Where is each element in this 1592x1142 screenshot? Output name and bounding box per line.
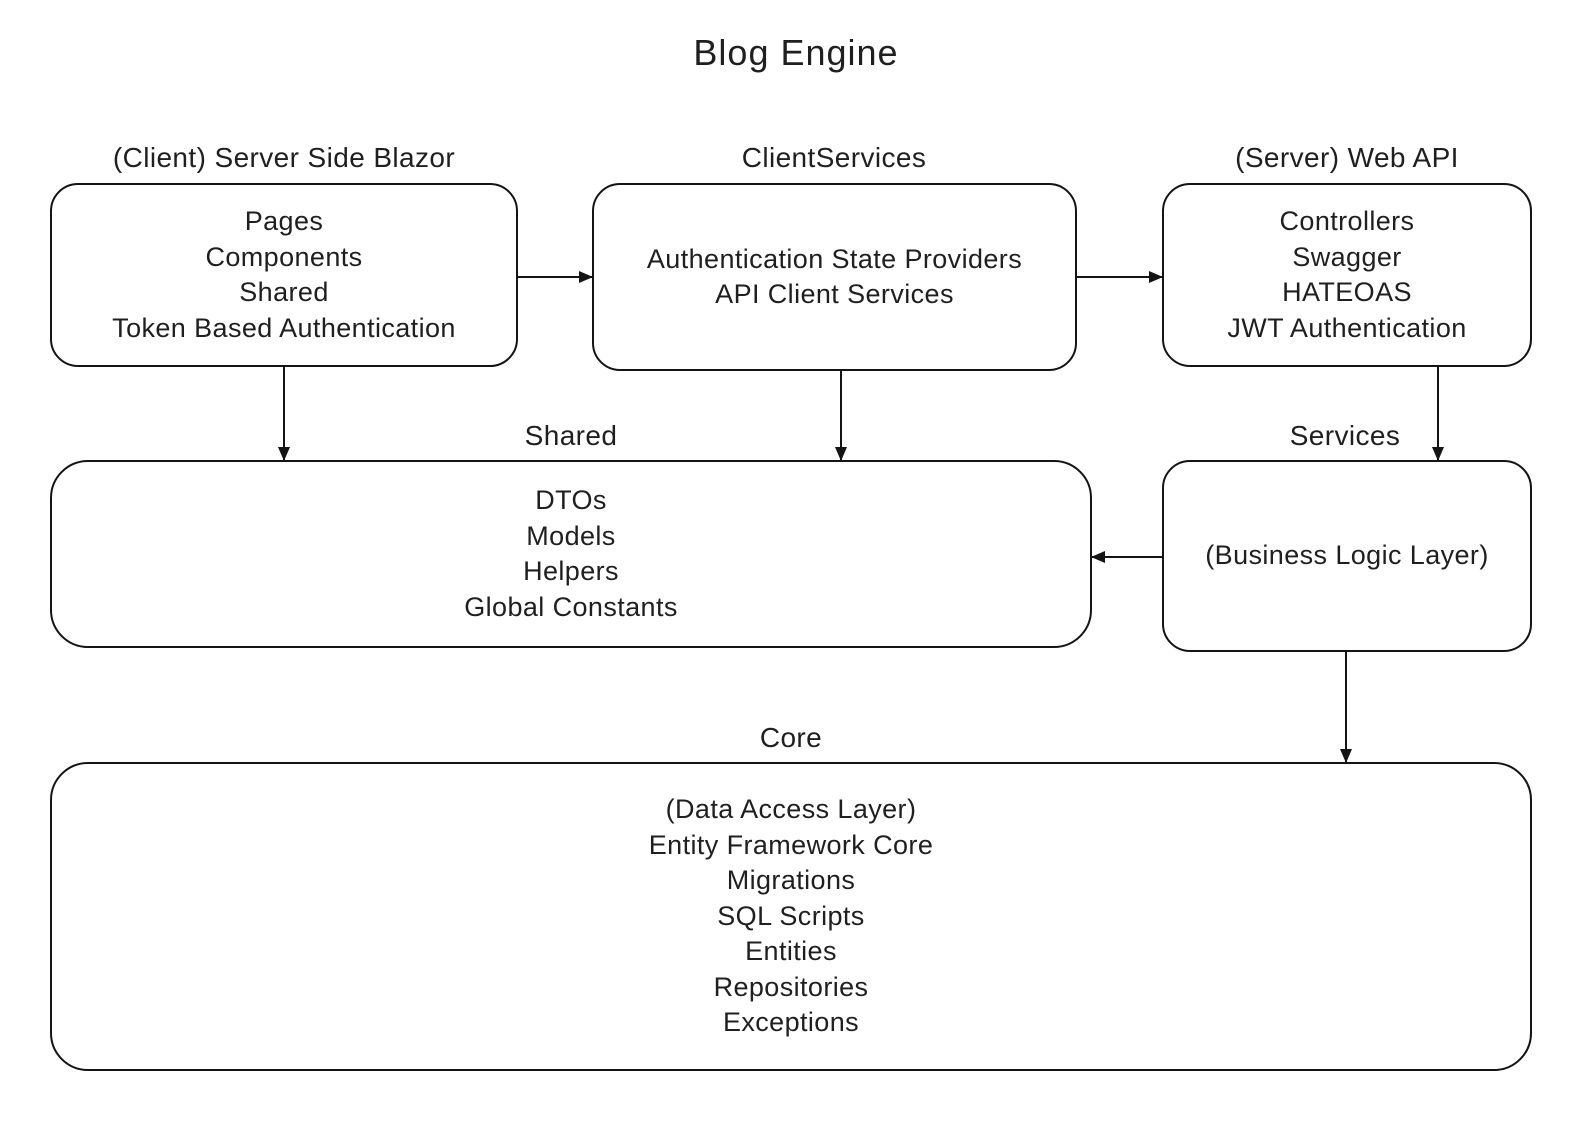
client-services-node-label: ClientServices — [741, 142, 927, 173]
node-line: Exceptions — [722, 1007, 860, 1038]
core-node-label: Core — [759, 722, 823, 753]
node-line: Pages — [244, 206, 324, 236]
node-line: DTOs — [535, 485, 607, 515]
node-line: Controllers — [1279, 206, 1415, 236]
blazor-node-box: Pages Components Shared Token Based Auth… — [50, 183, 518, 367]
web-api-node-box: Controllers Swagger HATEOAS JWT Authenti… — [1162, 183, 1532, 367]
blazor-node-label: (Client) Server Side Blazor — [112, 142, 456, 173]
node-line: Entities — [745, 936, 837, 967]
node-line: Authentication State Providers — [646, 243, 1023, 274]
node-line: (Data Access Layer) — [665, 794, 917, 825]
node-line: Models — [526, 520, 616, 551]
node-line: Helpers — [523, 556, 619, 586]
node-line: Swagger — [1292, 241, 1402, 272]
node-line: API Client Services — [715, 279, 954, 309]
services-node-box: (Business Logic Layer) — [1162, 460, 1532, 652]
node-line: Token Based Authentication — [112, 312, 456, 343]
node-line: Repositories — [713, 971, 869, 1002]
node-line: HATEOAS — [1282, 277, 1412, 307]
node-line: Global Constants — [464, 591, 678, 622]
node-line: Shared — [239, 277, 329, 307]
node-line: (Business Logic Layer) — [1205, 540, 1489, 571]
node-line: Entity Framework Core — [648, 829, 934, 860]
web-api-node-label: (Server) Web API — [1235, 142, 1459, 173]
services-node-label: Services — [1289, 420, 1401, 451]
node-line: JWT Authentication — [1227, 312, 1467, 343]
node-line: Components — [205, 241, 363, 272]
node-line: Migrations — [726, 865, 856, 896]
shared-node-box: DTOs Models Helpers Global Constants — [50, 460, 1092, 648]
diagram-title: Blog Engine — [693, 32, 899, 73]
core-node-box: (Data Access Layer) Entity Framework Cor… — [50, 762, 1532, 1071]
client-services-node-box: Authentication State Providers API Clien… — [592, 183, 1077, 371]
shared-node-label: Shared — [524, 420, 618, 451]
node-line: SQL Scripts — [717, 900, 865, 931]
